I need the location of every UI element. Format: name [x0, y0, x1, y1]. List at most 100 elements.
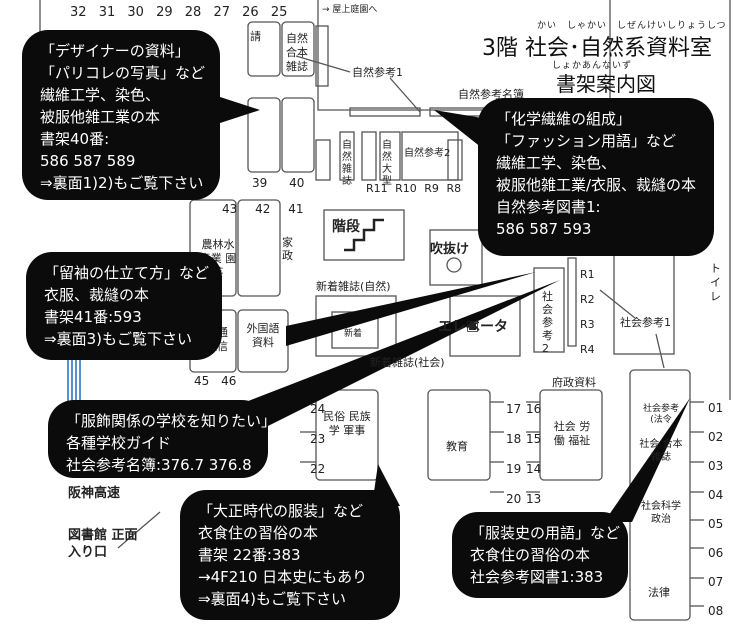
- r-number: R3: [580, 318, 595, 331]
- shelf-number: 31: [98, 5, 116, 20]
- callout-line: 「服飾関係の学校を知りたい」: [66, 412, 277, 430]
- shelf-number: 07: [708, 575, 724, 589]
- elevator-label: エレベータ: [438, 319, 508, 335]
- new-books-label: 新着: [344, 329, 363, 339]
- social-ref-law-label: 社会参考 (法令: [642, 404, 679, 425]
- shelf-number: 22: [310, 462, 326, 476]
- new-magazines-nature-label: 新着雑誌(自然): [316, 280, 391, 293]
- shelf-number: 04: [708, 488, 724, 502]
- callout-line: ⇒裏面4)もご覧下さい: [198, 590, 346, 608]
- shelf-number: 05: [708, 517, 724, 531]
- toilet-label: トイレ: [710, 262, 721, 303]
- shelf-number: 25: [270, 5, 288, 20]
- shelf-number: 01: [708, 401, 724, 415]
- callout-line: 「ファッション用語」など: [496, 132, 677, 150]
- new-magazines-social-label: 新着雑誌(社会): [370, 356, 445, 369]
- callout-line: 衣服、裁縫の本: [44, 286, 150, 304]
- social-ref1-label: 社会参考1: [620, 316, 671, 329]
- r-number: R11: [366, 182, 388, 195]
- nature-large-label: 自然大型: [382, 140, 392, 187]
- callout-line: 自然参考図書1:: [496, 198, 601, 216]
- law-label: 法律: [648, 586, 670, 599]
- shelf-number: 06: [708, 546, 724, 560]
- atrium-label: 吹抜け: [430, 242, 470, 257]
- education-label: 教育: [446, 440, 468, 453]
- right-row-numbers: 01 02 03 04 05 06 07 08: [708, 394, 723, 626]
- shelf-number: 29: [156, 5, 173, 20]
- shelf-number: 41: [288, 202, 304, 216]
- right-left-row-numbers: 16 15 14 13: [526, 394, 541, 514]
- shelf-number: 24: [310, 402, 326, 416]
- nature-ref-directory-label: 自然参考名簿: [458, 88, 524, 101]
- shelf-number: 39: [252, 176, 268, 190]
- social-science-label: 社会科学 政治: [641, 501, 681, 525]
- callout-line: 繊維工学、染色、: [40, 86, 161, 104]
- shelf-number: 27: [213, 5, 230, 20]
- r-number: R2: [580, 293, 595, 306]
- callout-designer-materials: 「デザイナーの資料」 「パリコレの写真」など 繊維工学、染色、 被服他雑工業の本…: [22, 30, 220, 200]
- header-ruby: かい しゃかい しぜんけいしりょうしつ: [537, 21, 727, 31]
- mid-row-numbers: 17 18 19 20: [506, 394, 521, 514]
- home-economics-label: 家政: [282, 236, 293, 262]
- r-number: R4: [580, 343, 595, 356]
- stairs-label: 階段: [332, 219, 360, 235]
- shelf-number: 02: [708, 430, 724, 444]
- left-row-numbers: 24 23 22: [310, 394, 325, 484]
- shelf-number: 08: [708, 604, 724, 618]
- callout-line: 書架40番:: [40, 130, 110, 148]
- shelf-number: 28: [184, 5, 202, 20]
- shelf-number: 43: [222, 202, 238, 216]
- callout-chemical-fiber: 「化学繊維の組成」 「ファッション用語」など 繊維工学、染色、 被服他雑工業/衣…: [478, 98, 714, 256]
- nature-magazines-label: 自然雑誌: [342, 140, 352, 187]
- shelf-number: 46: [221, 374, 237, 388]
- callout-line: 繊維工学、染色、: [496, 154, 617, 172]
- callout-line: 書架41番:593: [44, 308, 142, 326]
- callout-line: 社会参考名簿:376.7 376.8: [66, 456, 252, 474]
- social-magazines-label: 社会 合本雑誌: [639, 439, 683, 463]
- foreign-language-label: 外国語 資料: [246, 322, 280, 349]
- shelf-numbers-42: 43 42 41: [222, 202, 304, 216]
- callout-line: ⇒裏面3)もご覧下さい: [44, 330, 192, 348]
- callout-line: →4F210 日本史にもあり: [198, 568, 368, 586]
- r-number: R10: [395, 182, 417, 195]
- subtitle-ruby: しょかあんないず: [552, 61, 633, 71]
- callout-line: 「留袖の仕立て方」など: [44, 264, 210, 282]
- callout-fashion-schools: 「服飾関係の学校を知りたい」 各種学校ガイド 社会参考名簿:376.7 376.…: [48, 400, 277, 478]
- nature-ref1-label: 自然参考1: [352, 66, 403, 79]
- shelf-number: 40: [289, 176, 305, 190]
- labor-welfare-label: 社会 労働 福祉: [553, 420, 591, 447]
- bottom-left-numbers: 45 46: [194, 374, 236, 388]
- callout-line: 衣食住の習俗の本: [470, 546, 591, 564]
- shelf-number: 30: [127, 5, 144, 20]
- r-number: R9: [424, 182, 439, 195]
- mid-shelf-numbers: 39 40: [252, 176, 304, 190]
- shelf-number: 15: [526, 432, 542, 446]
- elevator-icon: ▣: [466, 318, 480, 334]
- shelf-26-label: 請: [250, 30, 261, 43]
- callout-line: 書架 22番:383: [198, 546, 301, 564]
- callout-costume-history: 「服装史の用語」など 衣食住の習俗の本 社会参考図書1:383: [452, 512, 628, 598]
- page-subtitle: 書架案内図: [556, 72, 656, 96]
- shelf-number: 32: [70, 5, 87, 20]
- r-number: R1: [580, 268, 595, 281]
- callout-taisho-clothing: 「大正時代の服装」など 衣食住の習俗の本 書架 22番:383 →4F210 日…: [180, 490, 400, 620]
- callout-line: 被服他雑工業/衣服、裁縫の本: [496, 176, 697, 194]
- shelf-25-label: 自然合本雑誌: [286, 32, 308, 73]
- r-numbers: R11 R10 R9 R8: [366, 182, 461, 195]
- callout-line: 「パリコレの写真」など: [40, 64, 206, 82]
- entrance-label: 図書館 正面入り口: [68, 528, 138, 560]
- callout-line: 「服装史の用語」など: [470, 524, 621, 542]
- shelf-number: 42: [255, 202, 271, 216]
- shelf-number: 23: [310, 432, 326, 446]
- shelf-number: 03: [708, 459, 724, 473]
- shelf-number: 17: [506, 402, 522, 416]
- top-shelf-numbers: 32 31 30 29 28 27 26 25: [70, 5, 287, 20]
- callout-line: 586 587 593: [496, 220, 592, 238]
- right-r-numbers: R1 R2 R3 R4: [580, 262, 600, 362]
- shelf-number: 16: [526, 402, 542, 416]
- page-title: 3階 社会･自然系資料室: [482, 36, 712, 61]
- callout-line: 社会参考図書1:383: [470, 568, 604, 586]
- shelf-number: 19: [506, 462, 522, 476]
